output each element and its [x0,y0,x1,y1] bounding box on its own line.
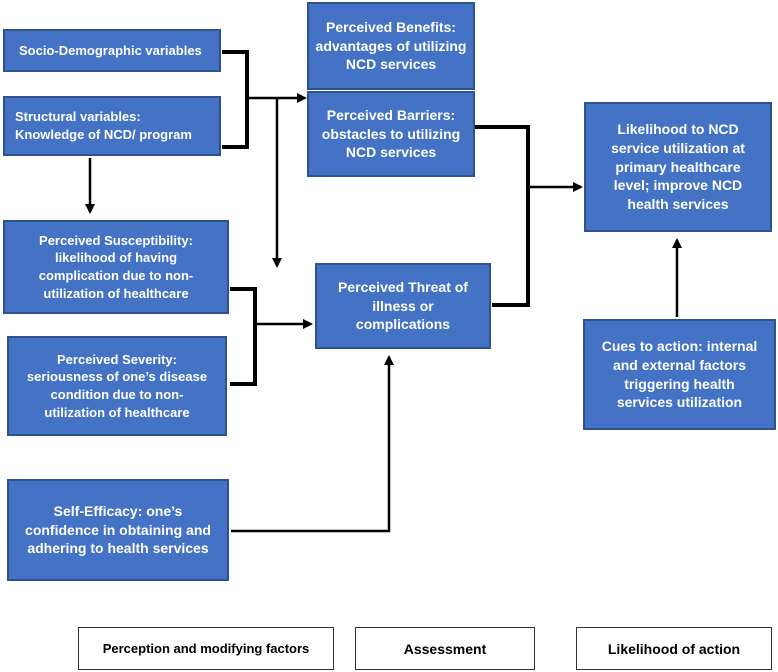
bracket-barriers-threat [474,125,530,307]
node-perceived-severity: Perceived Severity: seriousness of one’s… [7,336,227,436]
node-self-efficacy: Self-Efficacy: one’s confidence in obtai… [7,479,229,581]
node-perceived-benefits: Perceived Benefits: advantages of utiliz… [307,2,475,90]
node-perceived-threat: Perceived Threat of illness or complicat… [315,263,491,349]
bracket-susceptibility-severity [230,287,257,386]
legend-assessment: Assessment [355,627,535,670]
legend-likelihood-of-action: Likelihood of action [576,627,772,670]
arrow-self-efficacy-to-threat [231,355,394,533]
legend-perception-modifying-factors: Perception and modifying factors [78,627,334,670]
node-cues-to-action: Cues to action: internal and external fa… [583,319,776,430]
node-structural-variables: Structural variables: Knowledge of NCD/ … [3,96,221,156]
node-likelihood: Likelihood to NCD service utilization at… [584,102,772,232]
bracket-modifying-factors [222,50,249,149]
node-perceived-susceptibility: Perceived Susceptibility: likelihood of … [3,220,229,314]
node-perceived-barriers: Perceived Barriers: obstacles to utilizi… [307,91,475,177]
node-socio-demographic: Socio-Demographic variables [3,29,221,72]
